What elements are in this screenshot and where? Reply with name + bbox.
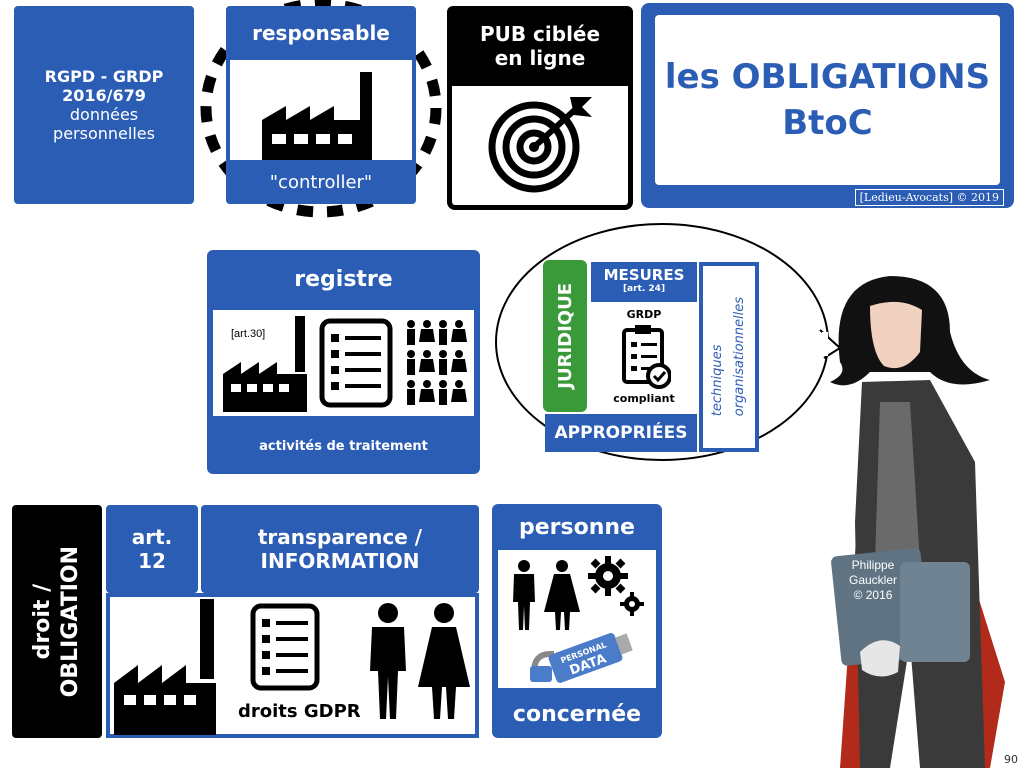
obligations-line1: les OBLIGATIONS <box>664 57 991 97</box>
mesures-panel: JURIDIQUE MESURES [art. 24] GRDP complia… <box>543 260 759 454</box>
rgpd-number: 2016/679 <box>62 86 146 105</box>
list-icon <box>250 603 320 691</box>
factory-icon <box>223 316 307 412</box>
factory-icon <box>262 72 372 166</box>
responsable-box: responsable "controller" <box>226 6 416 204</box>
registre-box: registre [art.30] <box>207 250 480 474</box>
personne-title: personne <box>519 514 635 540</box>
registre-body: [art.30] <box>213 310 474 416</box>
clipboard-check-icon <box>622 325 671 389</box>
droits-gdpr-caption: droits GDPR <box>238 701 361 722</box>
registre-footer: activités de traitement <box>259 438 428 454</box>
rgpd-box: RGPD - GRDP 2016/679 données personnelle… <box>14 6 194 204</box>
responsable-title: responsable <box>226 6 416 60</box>
list-icon <box>319 318 393 408</box>
transparence-header: transparence / INFORMATION <box>201 505 479 593</box>
rgpd-title: RGPD - GRDP <box>44 67 164 86</box>
responsable-subtitle: "controller" <box>226 160 416 204</box>
personal-data-usb-icon: PERSONAL DATA <box>530 633 633 683</box>
pub-title: PUB ciblée en ligne <box>447 6 633 86</box>
pub-line1: PUB ciblée <box>479 22 601 46</box>
man-woman-icon <box>513 560 580 630</box>
rgpd-line3: données <box>69 105 139 124</box>
techniques-panel: techniques organisationnelles <box>699 262 759 452</box>
man-woman-icon <box>370 603 470 719</box>
pub-line2: en ligne <box>494 46 586 70</box>
pub-box: PUB ciblée en ligne <box>447 6 633 210</box>
transparence-body: droits GDPR <box>106 593 479 738</box>
art12-box: art. 12 <box>106 505 198 593</box>
rgpd-line4: personnelles <box>53 124 155 143</box>
personne-box: personne <box>492 504 662 738</box>
obligations-box: les OBLIGATIONS BtoC [Ledieu-Avocats] © … <box>641 3 1014 208</box>
registre-ref: [art.30] <box>231 328 266 340</box>
juridique-label: JURIDIQUE <box>543 260 587 412</box>
target-icon <box>488 97 592 193</box>
personne-footer: concernée <box>512 701 642 727</box>
dashed-circle <box>200 0 442 218</box>
mesures-header: MESURES [art. 24] <box>591 262 697 302</box>
techniques-inner: techniques organisationnelles <box>703 266 755 448</box>
illustration-credit: Philippe Gauckler © 2016 <box>848 558 898 602</box>
obligations-line2: BtoC <box>782 103 873 143</box>
droit-obligation-box: droit / OBLIGATION <box>12 505 102 738</box>
factory-icon <box>114 599 216 735</box>
registre-title: registre <box>294 266 393 292</box>
obligations-inner: les OBLIGATIONS BtoC <box>655 15 1000 185</box>
character-illustration <box>830 276 1005 768</box>
appropriees-label: APPROPRIÉES <box>545 414 697 452</box>
grdp-compliant-panel: GRDP compliant <box>591 304 697 412</box>
personne-body: PERSONAL DATA <box>498 550 656 688</box>
obligations-credit: [Ledieu-Avocats] © 2019 <box>854 189 1004 206</box>
gears-icon <box>588 556 644 616</box>
people-grid-icon <box>407 320 467 405</box>
page-number: 90 <box>1004 753 1018 766</box>
